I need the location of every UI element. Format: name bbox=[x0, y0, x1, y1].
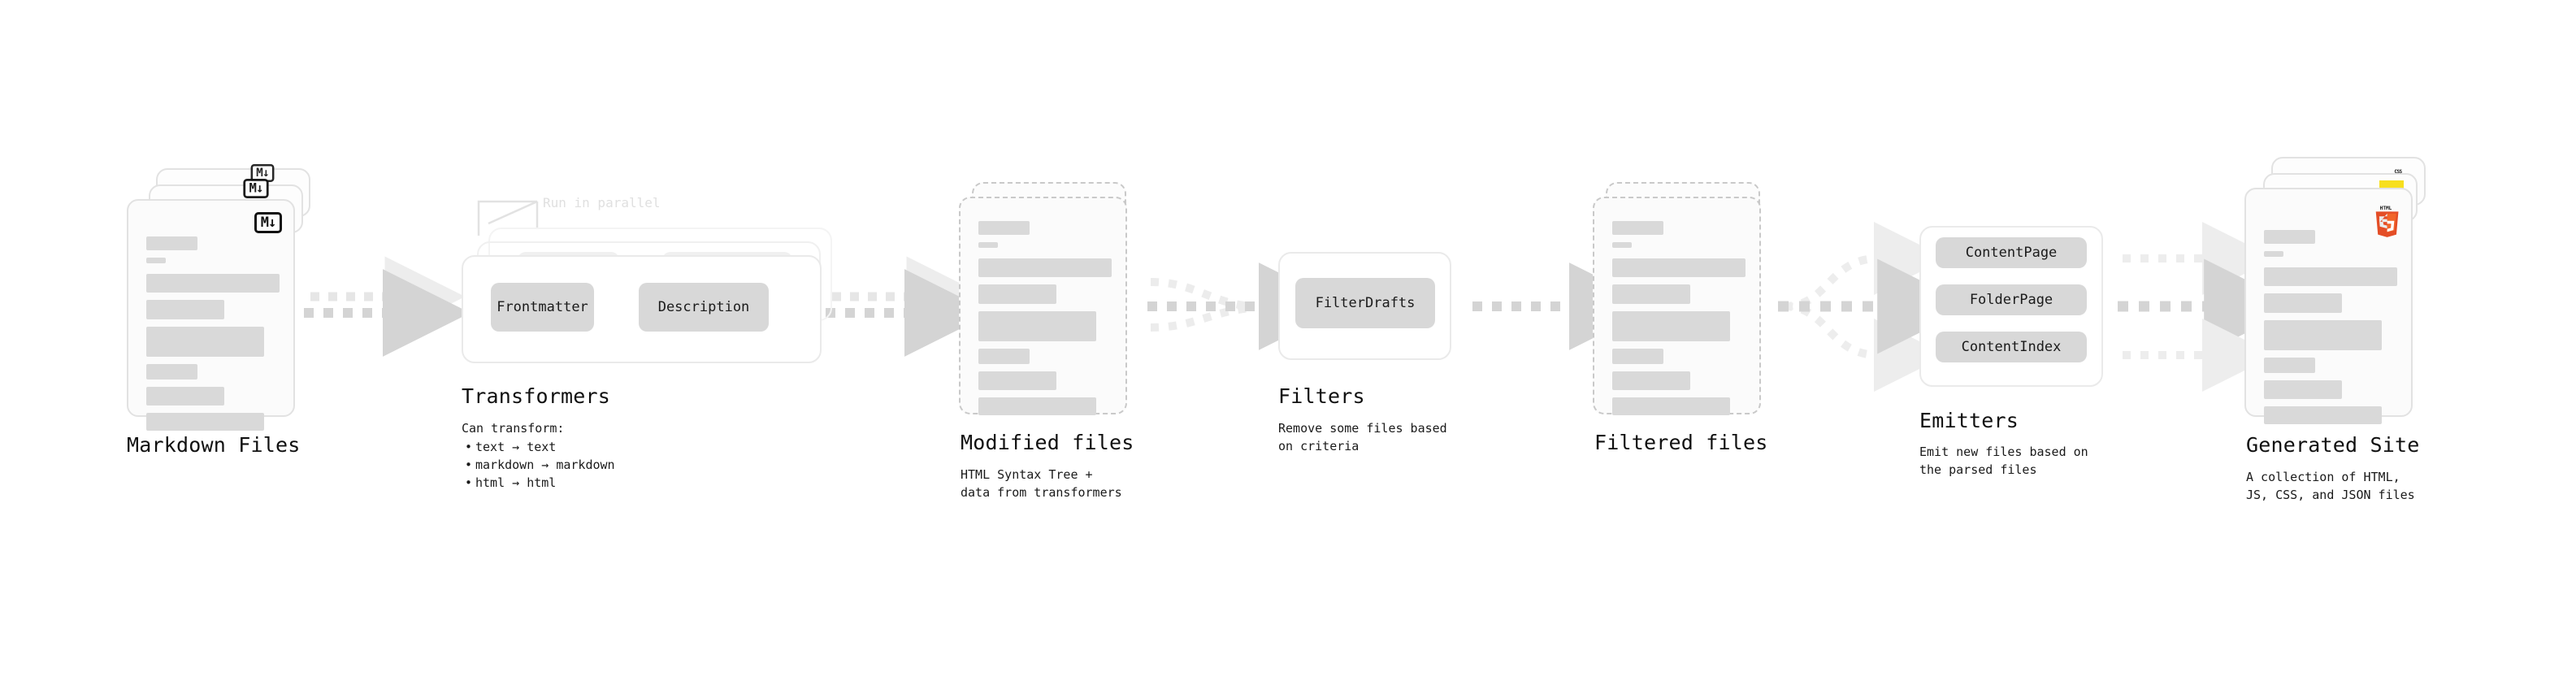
modified-card-bars bbox=[978, 221, 1112, 423]
transformers-bullets: Can transform: text → text markdown → ma… bbox=[462, 419, 615, 492]
content-bar bbox=[2264, 320, 2382, 350]
content-bar bbox=[1612, 311, 1730, 341]
filters-chip-filterdrafts[interactable]: FilterDrafts bbox=[1295, 278, 1435, 328]
content-bar bbox=[1612, 371, 1690, 390]
connector-modified-to-filters bbox=[1147, 262, 1347, 350]
html5-shield-icon: HTML bbox=[2375, 206, 2399, 237]
stage-title-filtered-files: Filtered files bbox=[1594, 431, 1768, 454]
transformer-chip-frontmatter[interactable]: Frontmatter bbox=[491, 283, 594, 332]
stage-caption-filters: Remove some files based on criteria bbox=[1278, 421, 1447, 453]
run-in-parallel-label: Run in parallel bbox=[543, 195, 661, 210]
bullet-item: markdown → markdown bbox=[465, 456, 615, 474]
content-bar bbox=[978, 284, 1056, 304]
content-bar bbox=[1612, 221, 1663, 235]
markdown-badge-back1: M↓ bbox=[243, 179, 269, 198]
content-bar bbox=[2264, 358, 2315, 373]
content-bar bbox=[1612, 397, 1730, 415]
content-bar bbox=[1612, 242, 1632, 248]
content-bar bbox=[978, 371, 1056, 390]
bullets-header: Can transform: bbox=[462, 421, 565, 436]
content-bar bbox=[146, 364, 197, 380]
stage-title-transformers: Transformers bbox=[462, 384, 611, 408]
content-bar bbox=[978, 311, 1096, 341]
stage-title-modified-files: Modified files bbox=[961, 431, 1134, 454]
content-bar bbox=[978, 258, 1112, 277]
stage-title-generated-site: Generated Site bbox=[2246, 433, 2420, 457]
content-bar bbox=[146, 258, 166, 263]
modified-card-front[interactable] bbox=[959, 197, 1127, 415]
css-badge-label: CSS bbox=[2394, 169, 2402, 175]
content-bar bbox=[978, 221, 1030, 235]
generated-card-front[interactable]: HTML bbox=[2244, 188, 2413, 424]
content-bar bbox=[978, 397, 1096, 415]
content-bar bbox=[2264, 406, 2382, 424]
stage-title-filters: Filters bbox=[1278, 384, 1365, 408]
transformer-chip-description[interactable]: Description bbox=[639, 283, 769, 332]
content-bar bbox=[978, 242, 998, 248]
content-bar bbox=[146, 327, 264, 357]
emitters-chip-contentpage[interactable]: ContentPage bbox=[1936, 237, 2087, 268]
stage-caption-modified-files: HTML Syntax Tree + data from transformer… bbox=[961, 467, 1122, 500]
content-bar bbox=[1612, 284, 1690, 304]
html5-badge: HTML bbox=[2372, 202, 2400, 238]
connector-markdown-to-transformers bbox=[304, 256, 471, 357]
bullet-item: html → html bbox=[465, 474, 615, 492]
stage-caption-generated-site: A collection of HTML, JS, CSS, and JSON … bbox=[2246, 470, 2415, 502]
stage-title-emitters: Emitters bbox=[1919, 409, 2019, 432]
connector-filtered-to-emitters bbox=[1778, 222, 1973, 392]
content-bar bbox=[1612, 349, 1663, 364]
filtered-card-bars bbox=[1612, 221, 1746, 423]
bullet-item: text → text bbox=[465, 438, 615, 456]
connector-transformers-to-modified bbox=[826, 256, 992, 357]
content-bar bbox=[978, 349, 1030, 364]
stage-caption-emitters: Emit new files based on the parsed files bbox=[1919, 445, 2088, 477]
content-bar bbox=[146, 300, 224, 319]
content-bar bbox=[146, 387, 224, 406]
content-bar bbox=[146, 236, 197, 250]
content-bar bbox=[2264, 267, 2397, 286]
content-bar bbox=[2264, 293, 2342, 313]
content-bar bbox=[2264, 380, 2342, 399]
connector-emitters-to-generated bbox=[2118, 222, 2300, 392]
content-bar bbox=[146, 274, 280, 293]
content-bar bbox=[2264, 230, 2315, 244]
stage-title-markdown-files: Markdown Files bbox=[127, 433, 301, 457]
content-bar bbox=[146, 413, 264, 431]
generated-card-bars bbox=[2264, 230, 2397, 432]
markdown-badge: M↓ bbox=[254, 212, 282, 233]
markdown-card-bars bbox=[146, 236, 280, 438]
content-bar bbox=[1612, 258, 1746, 277]
markdown-card-front[interactable]: M↓ bbox=[127, 199, 295, 431]
svg-text:HTML: HTML bbox=[2380, 206, 2392, 211]
filtered-card-front[interactable] bbox=[1593, 197, 1761, 415]
emitters-chip-folderpage[interactable]: FolderPage bbox=[1936, 284, 2087, 315]
emitters-chip-contentindex[interactable]: ContentIndex bbox=[1936, 332, 2087, 362]
content-bar bbox=[2264, 251, 2283, 257]
